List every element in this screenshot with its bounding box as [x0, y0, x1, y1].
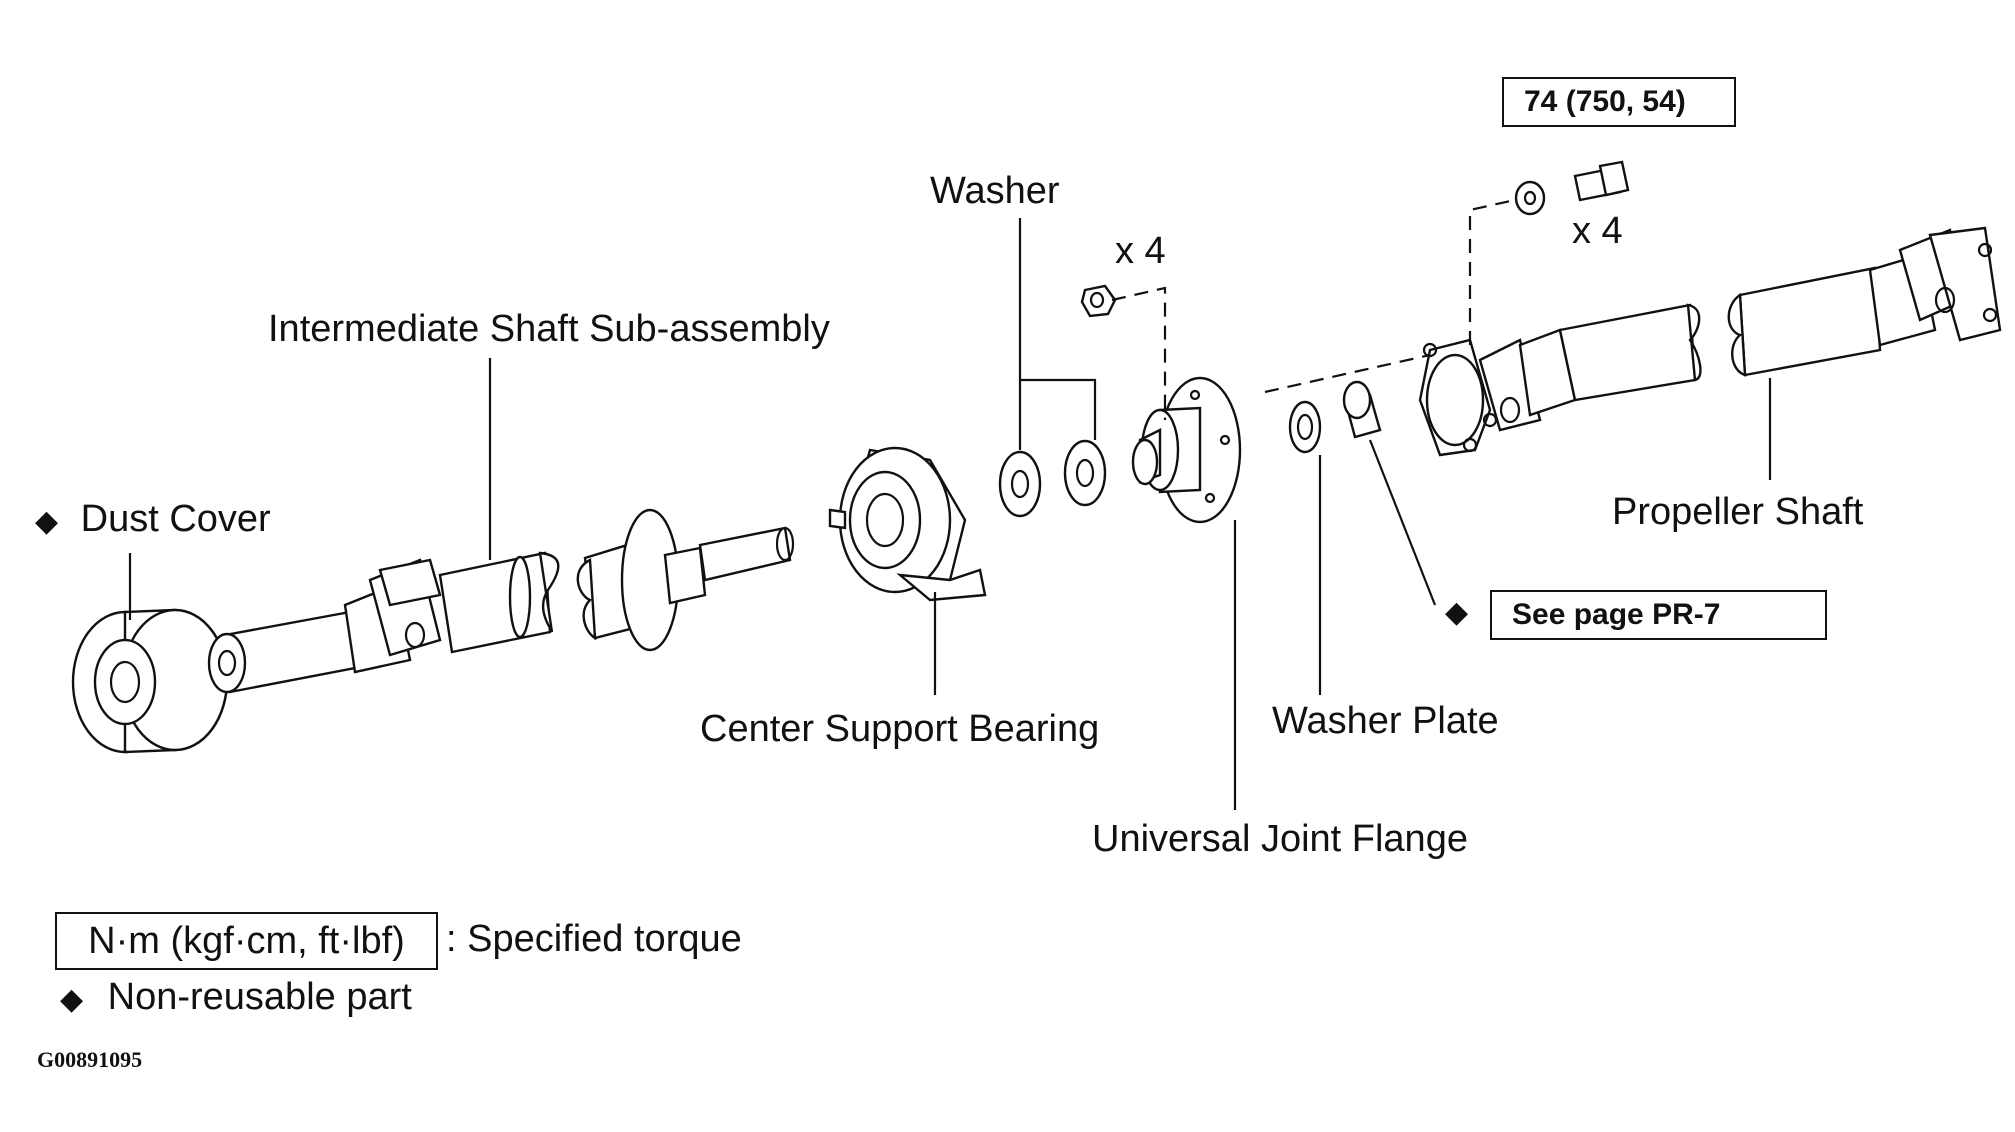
legend-diamond-icon: ◆ [60, 983, 84, 1016]
dust-cover-label: ◆ Dust Cover [35, 500, 271, 538]
dust-cover-part [71, 608, 229, 754]
see-page-box: See page PR-7 [1490, 590, 1827, 640]
universal-joint-flange-label: Universal Joint Flange [1092, 818, 1468, 860]
figure-id: G00891095 [37, 1047, 143, 1072]
legend-torque-unit-box: N·m (kgf·cm, ft·lbf) [55, 912, 438, 970]
legend-nonreusable-text: Non-reusable part [107, 976, 412, 1018]
non-reusable-diamond-icon: ◆ [35, 505, 59, 538]
propeller-shaft-label: Propeller Shaft [1612, 491, 1864, 533]
assembly-dashed-lines [1111, 198, 1516, 420]
leader-lines [128, 218, 1772, 810]
bolt-quantity-label: x 4 [1572, 210, 1623, 252]
nut-part [1080, 284, 1117, 318]
legend-torque-desc: : Specified torque [446, 918, 742, 960]
universal-joint-flange-part [1131, 376, 1242, 524]
legend-nonreusable: ◆ Non-reusable part [60, 978, 412, 1016]
nut-quantity-label: x 4 [1115, 230, 1166, 272]
intermediate-shaft-part [207, 508, 795, 694]
dust-cover-text: Dust Cover [80, 498, 271, 540]
center-support-bearing-part [828, 446, 987, 602]
washer-plate-part [1288, 400, 1322, 454]
center-support-bearing-label: Center Support Bearing [700, 708, 1100, 750]
torque-spec-box: 74 (750, 54) [1502, 77, 1736, 127]
washer-plate-label: Washer Plate [1272, 700, 1499, 742]
propeller-shaft-part [1418, 226, 2002, 457]
see-page-diamond: ◆ [1445, 596, 1469, 629]
bushing-part [1342, 380, 1382, 439]
washer-parts [998, 439, 1107, 518]
bolt-part [1514, 160, 1630, 216]
intermediate-shaft-label: Intermediate Shaft Sub-assembly [268, 308, 830, 350]
washer-label: Washer [930, 170, 1060, 212]
